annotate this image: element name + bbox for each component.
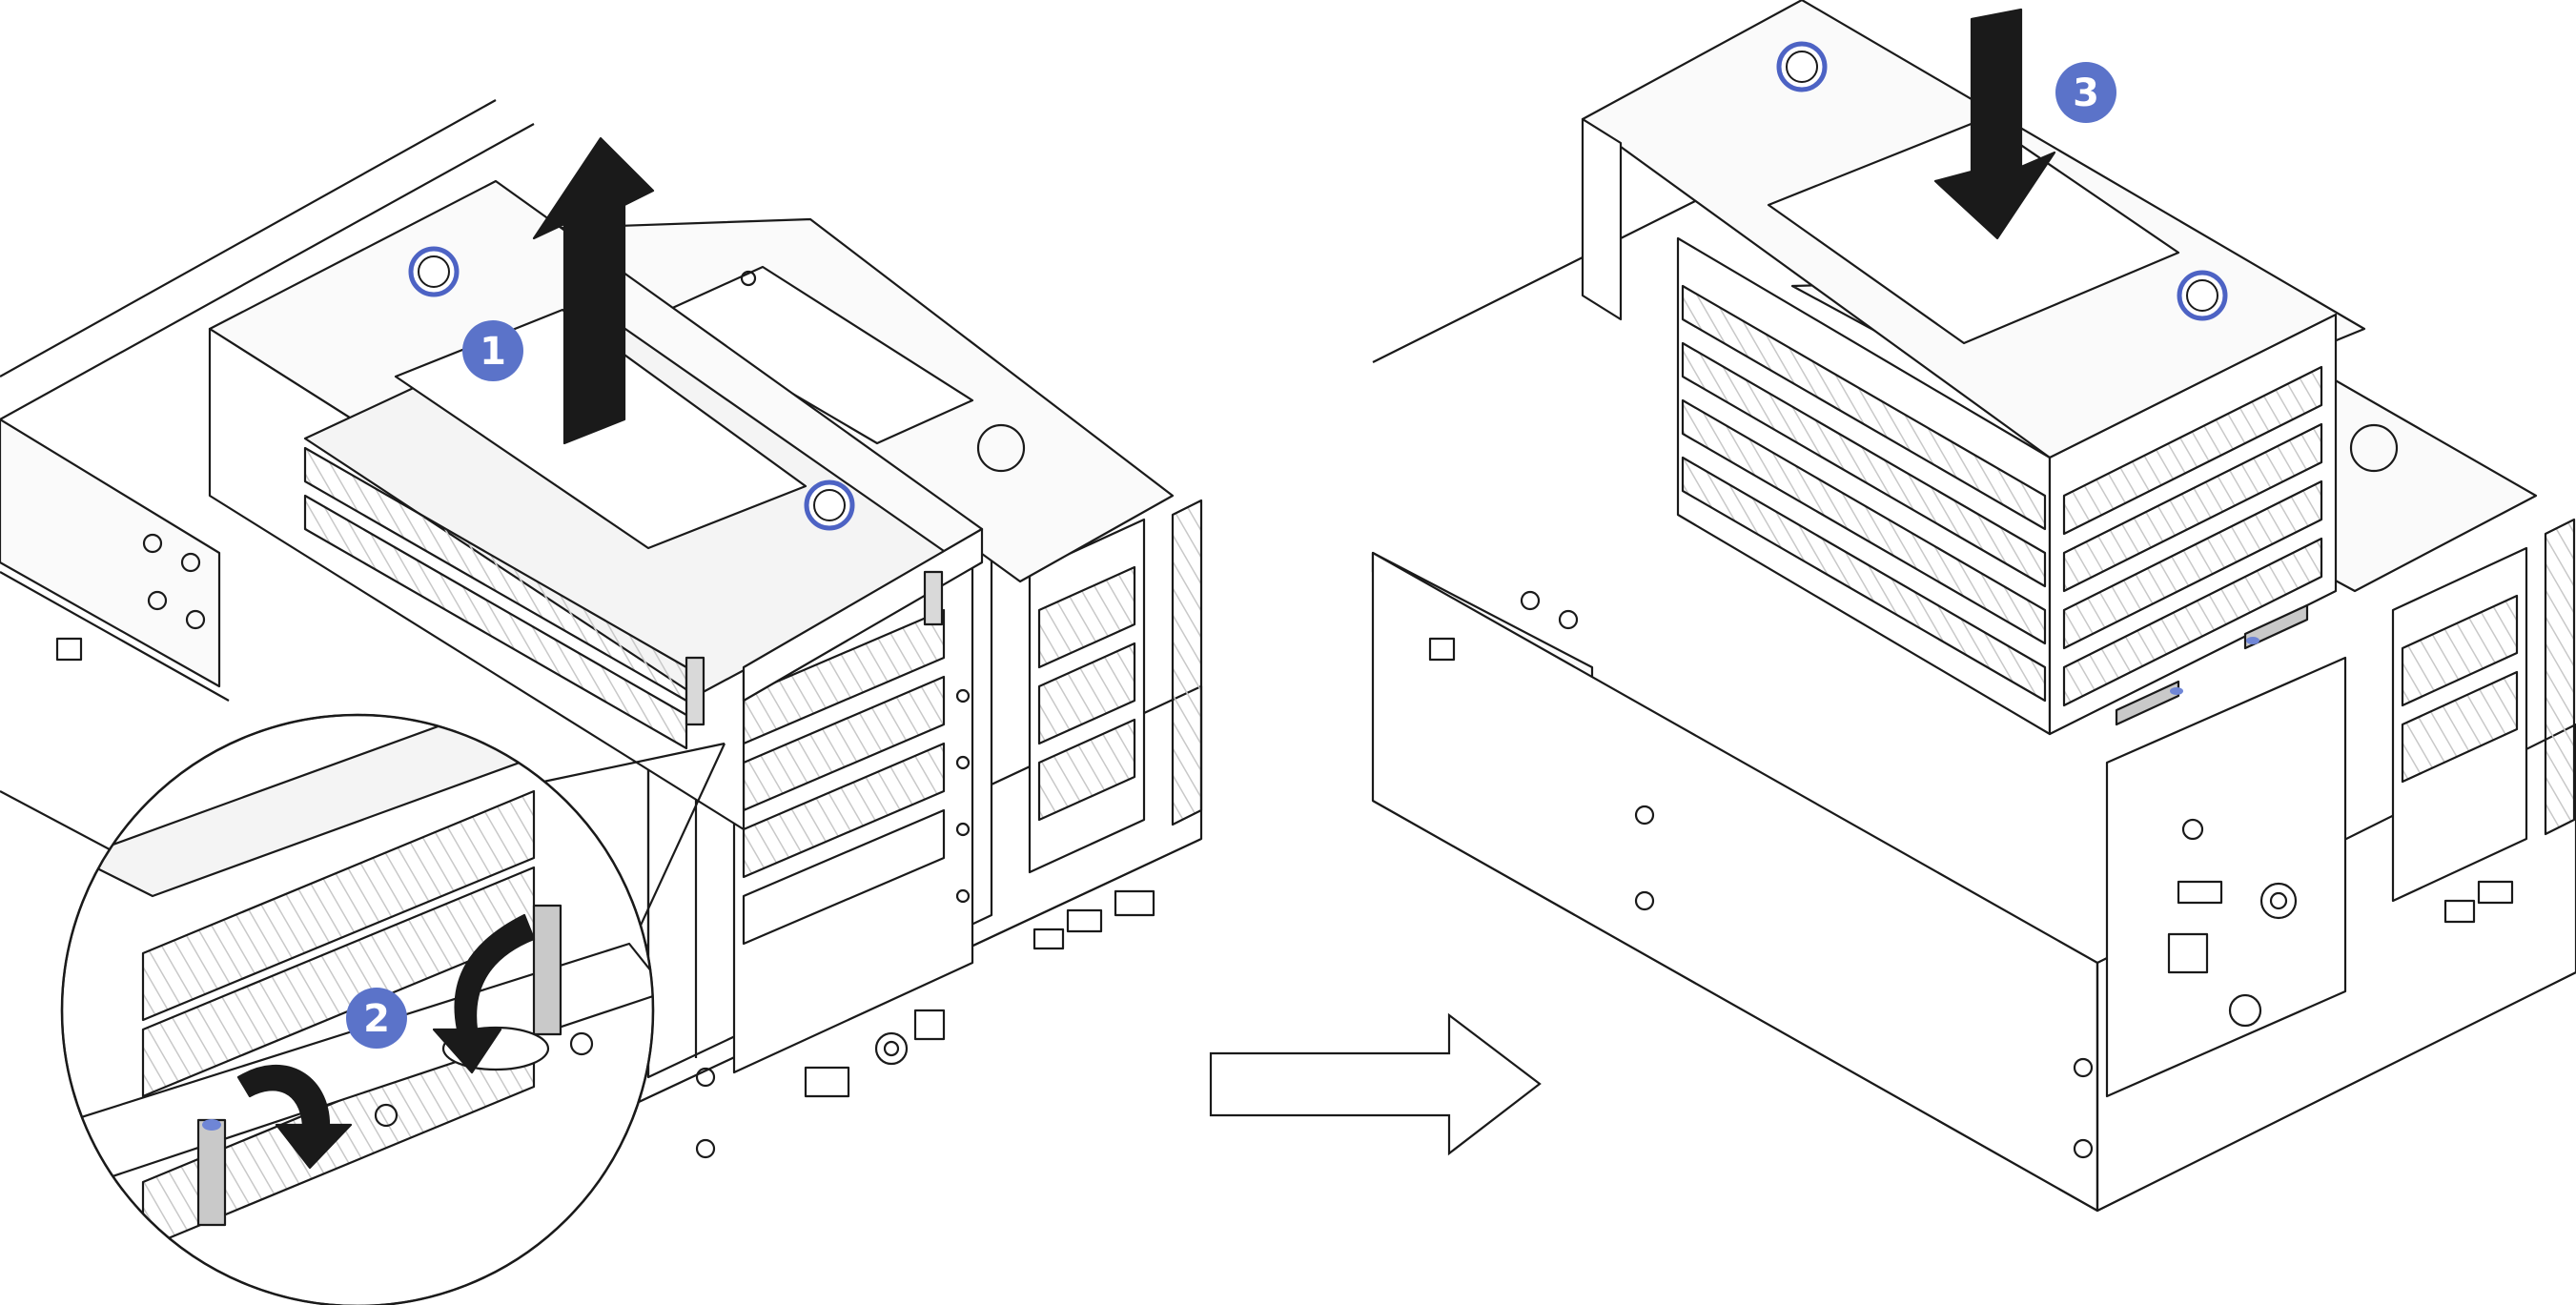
- callout-3-label: 3: [2073, 71, 2099, 115]
- rear-io-slots-right: [2105, 518, 2576, 1098]
- callout-3: 3: [2055, 62, 2116, 123]
- riser-cage-right: [1581, 0, 2366, 736]
- callout-1: 1: [462, 320, 523, 381]
- latch-detail-magnifier: [60, 713, 655, 1305]
- callout-2-label: 2: [363, 997, 390, 1041]
- transition-arrow-icon: [1209, 1012, 1542, 1156]
- down-arrow-icon: [1933, 8, 2056, 240]
- up-arrow-icon: [532, 136, 655, 445]
- rotate-arrow-icon: [236, 1065, 353, 1170]
- right-step-panel: [1371, 0, 2576, 1213]
- callout-1-label: 1: [480, 330, 506, 374]
- magnifier-leader-top: [542, 742, 726, 784]
- callout-2: 2: [346, 988, 407, 1049]
- left-step-panel: [0, 99, 1203, 1305]
- chassis-rear-cover-left: [532, 217, 1175, 583]
- rotate-arrow-icon: [432, 913, 536, 1074]
